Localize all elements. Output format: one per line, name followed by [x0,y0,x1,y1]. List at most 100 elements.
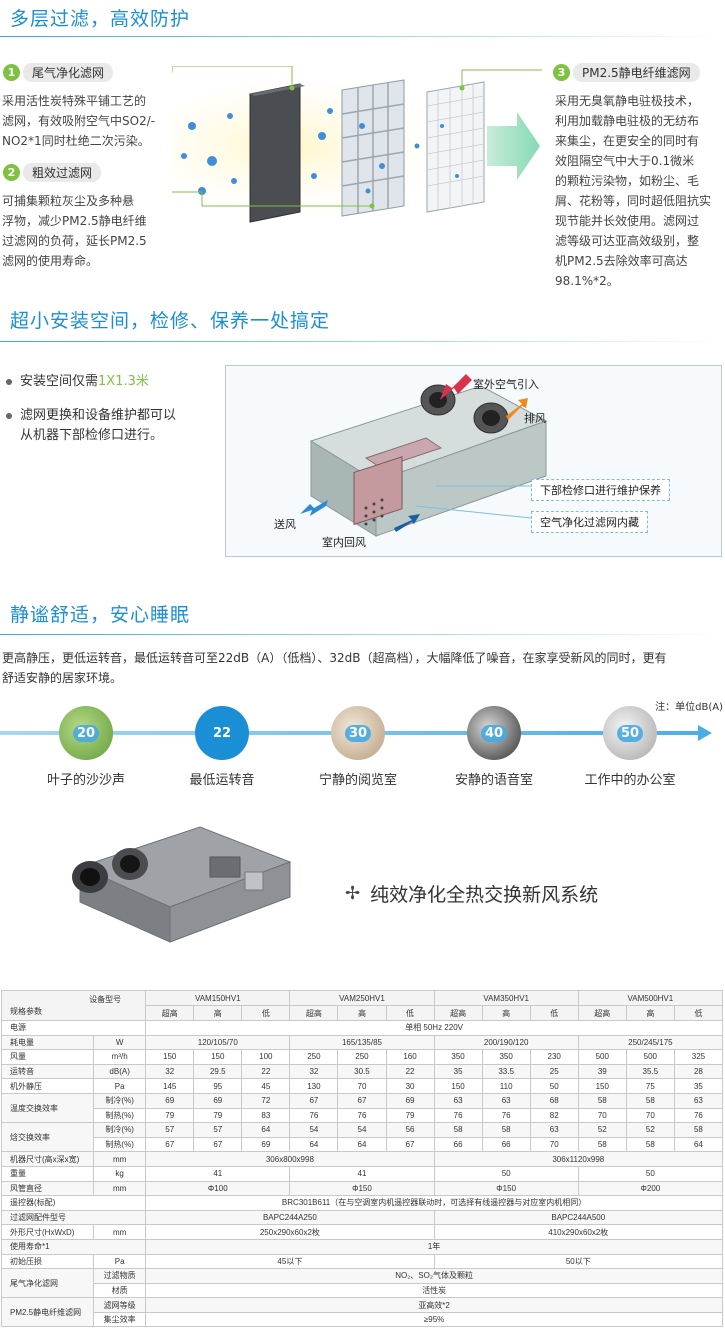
table-cell: 70 [625,1107,675,1124]
table-cell: 150 [193,1049,243,1065]
table-cell: 活性炭 [145,1282,723,1299]
filter-1-description: 采用活性炭特殊平铺工艺的 滤网，有效吸附空气中SO2/- NO2*1同时杜绝二次… [2,94,156,148]
table-cell: 遥控器(标配) [0,1195,147,1211]
table-cell: 64 [289,1136,339,1153]
table-cell: 低 [241,1005,291,1021]
table-cell: 58 [673,1122,724,1138]
table-cell: 50 [577,1165,724,1182]
filter-layers-illustration [172,66,542,223]
table-row: PM2.5静电纤维滤网滤网等级 亚高效*2 [0,1297,723,1328]
noise-level-leaves: 20 [59,706,113,760]
table-cell: 机器尺寸(高x深x宽) [0,1151,95,1167]
number-badge: 3 [553,63,570,81]
table-cell: 29.5 [193,1063,243,1080]
table-cell: 制热(%) [93,1136,147,1153]
product-title: ✢ 纯效净化全热交换新风系统 [345,883,599,906]
table-cell: 250/245/175 [577,1034,724,1051]
table-cell: 150 [577,1078,627,1094]
noise-label: 工作中的办公室 [584,773,676,788]
table-cell: 82 [529,1107,579,1124]
table-cell: 250 [337,1049,387,1065]
table-cell: 58 [481,1122,531,1138]
table-cell: 超高 [577,1005,627,1021]
noise-level-voice-room: 40 [467,706,521,760]
table-cell: 52 [577,1122,627,1138]
table-cell: 63 [481,1092,531,1109]
table-cell: 145 [145,1078,195,1094]
section-divider [0,341,725,342]
bullet-install-space: 安装空间仅需1X1.3米 [6,372,149,392]
noise-level-reading-room: 30 [331,706,385,760]
number-badge: 2 [3,163,20,181]
install-space-value: 1X1.3米 [98,374,149,389]
table-cell: 66 [481,1136,531,1153]
table-cell: 57 [193,1122,243,1138]
filter-name: 尾气净化滤网 [23,62,114,82]
label-supply: 送风 [274,518,296,531]
table-cell: 76 [337,1107,387,1124]
table-cell: 材质 [93,1282,147,1299]
table-cell: 76 [673,1107,724,1124]
section-divider [0,36,725,37]
table-cell: 63 [529,1122,579,1138]
table-cell: 32 [289,1063,339,1080]
table-cell: 70 [577,1107,627,1124]
table-cell: 306x800x998 [145,1151,435,1167]
table-cell: mm [93,1224,147,1240]
table-cell: 68 [529,1092,579,1109]
table-cell: 69 [145,1092,195,1109]
table-cell: 67 [385,1136,435,1153]
table-cell: 64 [337,1136,387,1153]
table-cell: 58 [625,1092,675,1109]
table-cell: 69 [193,1092,243,1109]
table-cell: 350 [433,1049,483,1065]
table-cell: 100 [241,1049,291,1065]
table-cell: 67 [193,1136,243,1153]
table-cell: 50以下 [433,1253,724,1270]
badge-filter-1: 1 尾气净化滤网 [3,62,114,82]
table-cell: 110 [481,1078,531,1094]
filter-name: PM2.5静电纤维滤网 [573,62,700,82]
table-cell: BAPC244A250 [145,1209,435,1226]
table-cell: 500 [625,1049,675,1065]
table-cell: PM2.5静电纤维滤网 [0,1297,95,1328]
model-header: VAM500HV1 [577,990,724,1006]
table-cell: 39 [577,1063,627,1080]
table-cell: 70 [337,1078,387,1094]
label-return: 室内回风 [322,536,366,549]
table-cell: 69 [385,1092,435,1109]
table-row: 设备型号 规格参数 VAM150HV1 VAM250HV1 VAM350HV1 … [0,990,724,1021]
model-header: VAM250HV1 [289,990,435,1006]
table-cell: 高 [625,1005,675,1021]
table-cell: 超高 [289,1005,339,1021]
unit-note: 注：单位dB(A) [655,702,723,713]
table-cell: mm [93,1151,147,1167]
table-cell: 69 [241,1136,291,1153]
table-cell: 76 [289,1107,339,1124]
table-cell: 高 [337,1005,387,1021]
table-cell: 120/105/70 [145,1034,291,1051]
table-cell: 130 [289,1078,339,1094]
table-cell: Φ100 [145,1180,291,1197]
table-cell: 运转音 [0,1063,95,1080]
table-cell: 150 [145,1049,195,1065]
label-exhaust: 排风 [524,412,546,425]
quiet-description: 更高静压，更低运转音，最低运转音可至22dB（A）（低档）、32dB（超高档），… [2,651,667,685]
table-cell: Φ150 [289,1180,435,1197]
table-cell: 过滤网配件型号 [0,1209,147,1226]
table-cell: 耗电量 [0,1034,95,1051]
table-cell: 63 [433,1092,483,1109]
table-cell: 30.5 [337,1063,387,1080]
arrow-right-icon [698,725,712,741]
table-cell: 1年 [145,1238,723,1255]
label-builtin-filter: 空气净化过滤网内藏 [531,511,648,533]
table-cell: 超高 [433,1005,483,1021]
section-title-quiet: 静谧舒适，安心睡眠 [10,604,191,626]
table-cell: 41 [145,1165,291,1182]
table-cell: 41 [289,1165,435,1182]
table-cell: 79 [385,1107,435,1124]
